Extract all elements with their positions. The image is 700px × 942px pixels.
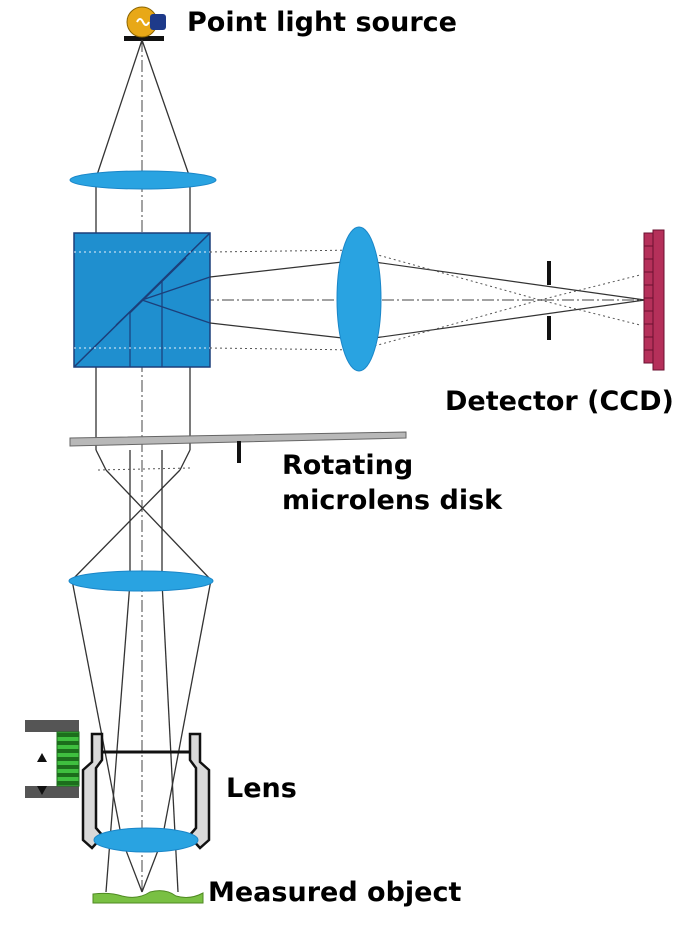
disk-label-line2: microlens disk (282, 485, 503, 516)
light-source-label: Point light source (187, 7, 457, 38)
detector-label: Detector (CCD) (445, 386, 674, 417)
arrow-up-icon (37, 753, 47, 762)
focus-bracket-top (25, 720, 79, 732)
rotating-microlens-disk (69, 431, 407, 463)
disk-focal-plane (97, 467, 191, 471)
disk-label-line1: Rotating (282, 450, 414, 481)
detection-rays-defocused (209, 249, 641, 351)
measured-object-label: Measured object (208, 877, 462, 908)
objective-housing-left (81, 732, 105, 850)
bulb-socket (150, 14, 166, 30)
point-light-source (124, 6, 166, 41)
ccd-detector (643, 229, 665, 371)
illumination-rays (71, 39, 212, 893)
focus-bracket-bottom (25, 786, 79, 798)
collimating-lens (69, 170, 217, 190)
focus-spring (56, 731, 80, 787)
objective-lens (93, 827, 199, 853)
arrow-down-icon (37, 786, 47, 795)
light-source-mount (124, 36, 164, 41)
objective-lens-assembly (25, 720, 211, 853)
lens-label: Lens (226, 773, 297, 804)
objective-housing-right (187, 732, 211, 850)
disk-axle (237, 441, 241, 463)
beam-splitter-cube (73, 232, 211, 368)
relay-lens (68, 570, 214, 592)
focusing-lens (336, 226, 382, 372)
detection-rays (209, 259, 646, 341)
bulb-filament-icon (136, 18, 150, 26)
pinhole-aperture (547, 261, 551, 340)
measured-object-sample (92, 890, 204, 904)
